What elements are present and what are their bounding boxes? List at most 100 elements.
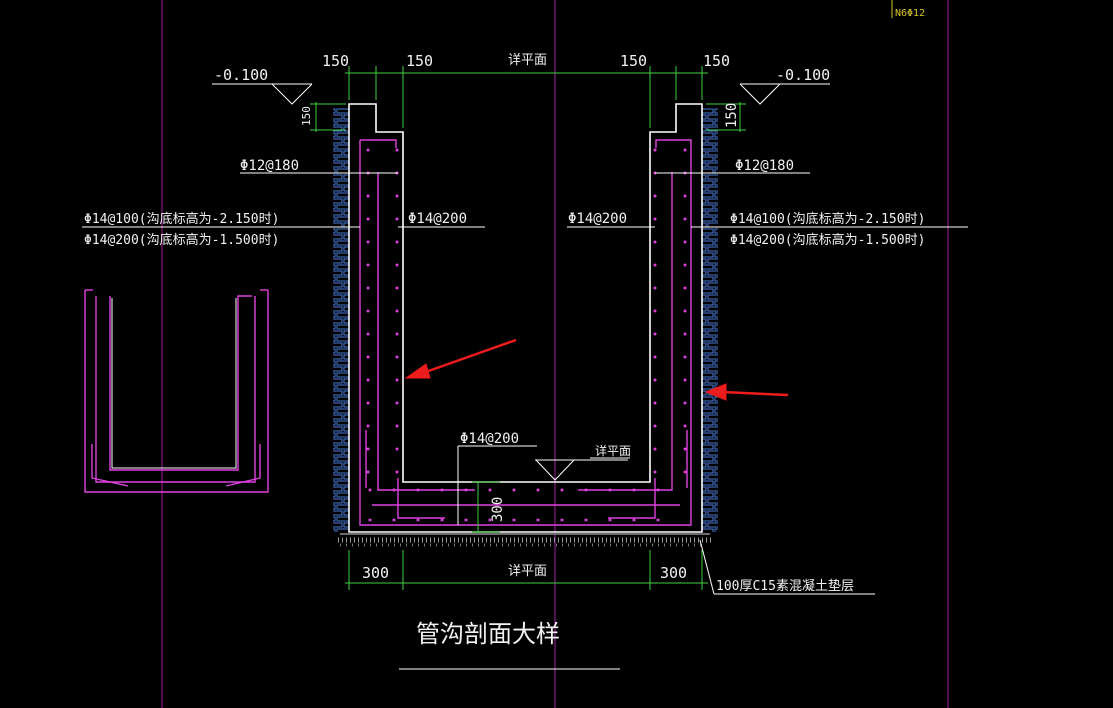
- rebar-dot: [653, 378, 657, 382]
- side-dim-right: [706, 102, 746, 132]
- rebar-dot: [536, 488, 540, 492]
- rebar-dot: [366, 286, 370, 290]
- slab-thickness-dim: [472, 481, 500, 533]
- rebar-dot: [392, 518, 396, 522]
- rebar-dot: [440, 488, 444, 492]
- rebar-dot: [683, 309, 687, 313]
- dim-top-right-outer: 150: [703, 52, 730, 70]
- rebar-dot: [366, 309, 370, 313]
- rebar-dot: [395, 401, 399, 405]
- rebar-dot: [653, 332, 657, 336]
- rebar-dot: [512, 518, 516, 522]
- rebar-dot: [366, 447, 370, 451]
- brick-wall-right: [702, 108, 718, 532]
- rebar-dot: [366, 148, 370, 152]
- rebar-dot: [366, 332, 370, 336]
- rebar-dot: [653, 194, 657, 198]
- rebar-dot: [395, 355, 399, 359]
- dim-bottom-right: 300: [660, 564, 687, 582]
- rebar-dot: [395, 378, 399, 382]
- dim-top-middle: 详平面: [508, 53, 547, 68]
- rebar-dot: [368, 488, 372, 492]
- detail-sketch: [84, 289, 269, 493]
- rebar-dot: [632, 518, 636, 522]
- rebar-dot: [536, 518, 540, 522]
- rebar-dot: [366, 401, 370, 405]
- slab-thickness-label: 300: [490, 497, 506, 522]
- rebar-dot: [608, 518, 612, 522]
- rebar-dot: [395, 332, 399, 336]
- rebar-dot: [368, 518, 372, 522]
- cushion-note: 100厚C15素混凝土垫层: [716, 578, 854, 594]
- rebar-dot: [366, 240, 370, 244]
- rebar-dot: [366, 263, 370, 267]
- rebar-dot: [395, 447, 399, 451]
- corner-note: N6Φ12: [891, 0, 925, 19]
- top-dimension: [345, 66, 708, 128]
- rebar-dot: [653, 217, 657, 221]
- rebar-dot: [653, 424, 657, 428]
- red-arrow-left: [404, 338, 517, 379]
- side-dim-right-label: 150: [724, 103, 740, 128]
- rebar-dot: [366, 355, 370, 359]
- rebar-dot: [653, 286, 657, 290]
- rebar-dot: [653, 355, 657, 359]
- rebar-dot: [416, 518, 420, 522]
- rebar-dot: [683, 401, 687, 405]
- rebar-dot: [416, 488, 420, 492]
- brick-wall-left: [333, 108, 349, 532]
- rebar-dot: [440, 518, 444, 522]
- rebar-dot: [683, 263, 687, 267]
- bottom-dimension: [345, 550, 708, 590]
- rebar-dot: [683, 447, 687, 451]
- rebar-dot: [683, 217, 687, 221]
- dim-top-left-inner: 150: [406, 52, 433, 70]
- bottom-level-label: 详平面: [595, 443, 631, 458]
- cushion-leader: [699, 539, 875, 595]
- rebar-dot: [653, 470, 657, 474]
- rebar-dot: [584, 488, 588, 492]
- rebar-dot: [683, 355, 687, 359]
- rebar-dot: [512, 488, 516, 492]
- rebar-dot: [656, 518, 660, 522]
- rebar-dot: [395, 309, 399, 313]
- rebar-dot: [488, 488, 492, 492]
- rebar-dot: [653, 309, 657, 313]
- rebar-dot: [683, 470, 687, 474]
- rebar-dot: [653, 240, 657, 244]
- rebar-dot: [366, 194, 370, 198]
- dim-top-right-inner: 150: [620, 52, 647, 70]
- drawing-title: 管沟剖面大样: [416, 620, 560, 648]
- rebar-dot: [488, 518, 492, 522]
- rebar-dot: [560, 488, 564, 492]
- rebar-dot: [395, 240, 399, 244]
- rebar-dot: [584, 518, 588, 522]
- rebar-dot: [464, 518, 468, 522]
- detail-sketch-white: [111, 298, 237, 469]
- rebar-dot: [560, 518, 564, 522]
- rebar-dot: [683, 148, 687, 152]
- rebar-right-outer-1: Φ14@100(沟底标高为-2.150时): [730, 211, 925, 227]
- rebar-dot: [395, 286, 399, 290]
- rebar-right-top: Φ12@180: [735, 158, 794, 174]
- elevation-marker-left: [212, 83, 313, 105]
- rebar-dot: [632, 488, 636, 492]
- rebar-left-inner: Φ14@200: [408, 211, 467, 227]
- rebar-dot: [366, 424, 370, 428]
- rebar-right-outer-2: Φ14@200(沟底标高为-1.500时): [730, 232, 925, 248]
- leader-lines: [82, 172, 968, 525]
- rebar-cage: [359, 139, 692, 526]
- rebar-dot: [608, 488, 612, 492]
- rebar-right-inner: Φ14@200: [568, 211, 627, 227]
- cushion-layer: [338, 533, 712, 547]
- rebar-dot: [653, 148, 657, 152]
- rebar-dot: [683, 194, 687, 198]
- dim-top-left-outer: 150: [322, 52, 349, 70]
- rebar-left-outer-1: Φ14@100(沟底标高为-2.150时): [84, 211, 279, 227]
- rebar-dot: [653, 447, 657, 451]
- rebar-dot: [395, 263, 399, 267]
- dim-bottom-left: 300: [362, 564, 389, 582]
- rebar-dot: [683, 286, 687, 290]
- rebar-dots: [366, 148, 687, 522]
